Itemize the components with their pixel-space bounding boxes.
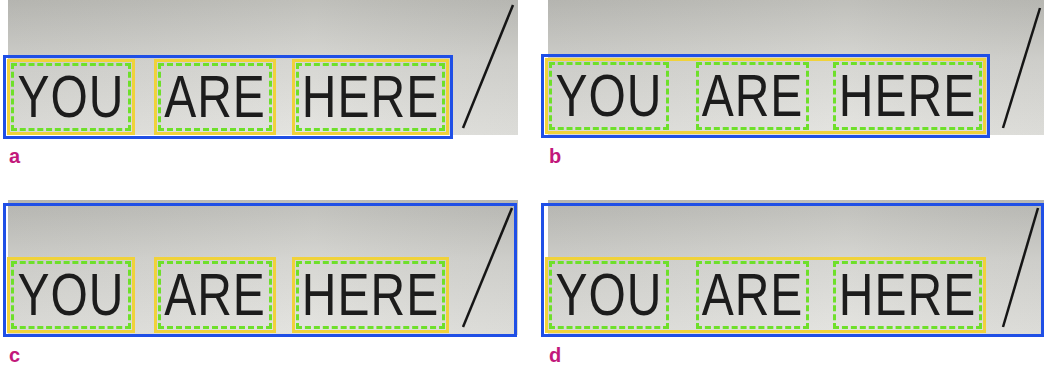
word-text: YOU — [17, 67, 124, 127]
photo-b — [548, 0, 1044, 135]
word-box: ARE — [696, 62, 810, 130]
word-box: HERE — [833, 261, 982, 329]
word-box: HERE — [296, 261, 445, 329]
word-text: ARE — [702, 265, 804, 325]
region-box: YOU ARE HERE — [541, 203, 1044, 337]
word-text: HERE — [302, 67, 439, 127]
word-box: ARE — [158, 261, 272, 329]
word-box: ARE — [696, 261, 810, 329]
word-text: HERE — [302, 265, 439, 325]
photo-c — [8, 200, 518, 335]
photo-d — [548, 200, 1044, 335]
wall-photo — [548, 0, 1044, 135]
word-box: ARE — [158, 63, 272, 131]
word-box: YOU — [549, 62, 668, 130]
word-group-box: YOU — [7, 257, 134, 333]
word-group-box: ARE — [154, 257, 276, 333]
panel-letter: c — [9, 345, 20, 365]
word-group-box: HERE — [292, 257, 449, 333]
slash-mark — [463, 5, 513, 128]
slash-mark — [463, 208, 512, 327]
word-box: HERE — [833, 62, 982, 130]
region-box: YOU ARE HERE — [3, 55, 453, 139]
word-text: ARE — [702, 66, 804, 126]
word-box: YOU — [11, 63, 130, 131]
wall-photo — [8, 200, 518, 335]
word-text: YOU — [555, 265, 662, 325]
wall-photo — [8, 0, 518, 135]
word-text: YOU — [17, 265, 124, 325]
panel-letter: a — [9, 146, 20, 166]
word-group-box: ARE — [154, 59, 276, 135]
wall-shading — [8, 200, 518, 335]
region-box: YOU ARE HERE — [3, 203, 517, 337]
word-group-box: YOU — [7, 59, 134, 135]
wall-shading — [548, 200, 1044, 335]
word-text: HERE — [839, 66, 976, 126]
word-box: YOU — [11, 261, 130, 329]
word-box: HERE — [296, 63, 445, 131]
word-text: ARE — [164, 265, 266, 325]
wall-shading — [548, 0, 1044, 135]
word-box: YOU — [549, 261, 668, 329]
slash-mark — [1003, 8, 1040, 128]
wall-shading — [8, 0, 518, 135]
word-group-box: HERE — [292, 59, 449, 135]
word-text: YOU — [555, 66, 662, 126]
word-text: ARE — [164, 67, 266, 127]
panel-letter: b — [549, 146, 561, 166]
word-group-box: YOU ARE HERE — [545, 58, 986, 134]
photo-a — [8, 0, 518, 135]
word-group-box: YOU ARE HERE — [545, 257, 986, 333]
region-box: YOU ARE HERE — [541, 54, 990, 138]
word-text: HERE — [839, 265, 976, 325]
wall-photo — [548, 200, 1044, 335]
panel-letter: d — [549, 345, 561, 365]
slash-mark — [1003, 208, 1038, 327]
